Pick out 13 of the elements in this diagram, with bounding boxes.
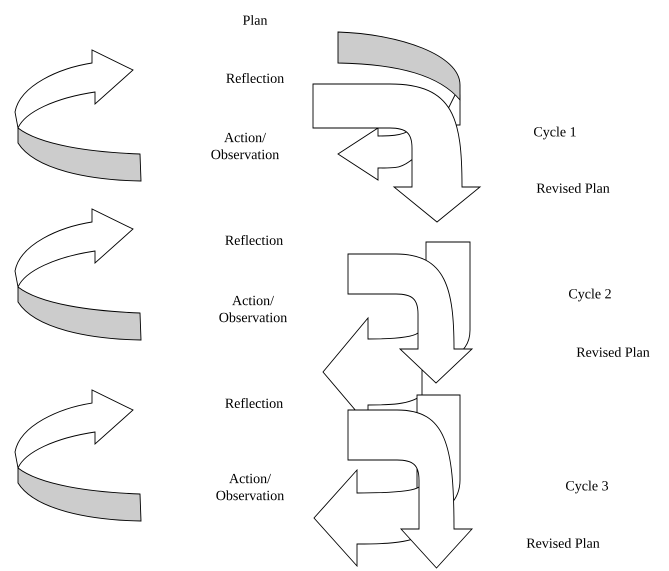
stage-label: Reflection [225,235,283,245]
cycle-label: Cycle 3 [566,480,608,494]
stage-label: Revised Plan [536,183,610,193]
cycle-label: Cycle 2 [569,288,611,302]
stage-label: Revised Plan [576,347,650,357]
stage-label: Revised Plan [526,538,600,548]
cycle-label: Cycle 1 [534,126,576,140]
stage-label: Reflection [225,398,283,408]
stage-label: Action/ Observation [216,474,284,500]
stage-label: Action/ Observation [211,132,279,160]
stage-label: Plan [242,15,268,25]
stage-label: Reflection [226,73,284,83]
stage-label: Action/ Observation [219,296,288,322]
